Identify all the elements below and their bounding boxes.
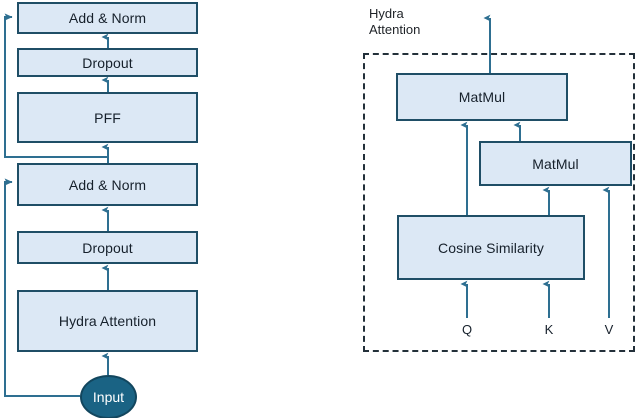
residual-connections xyxy=(4,13,108,397)
node-add-norm-top[interactable]: Add & Norm xyxy=(17,2,198,34)
input-label-q: Q xyxy=(461,322,473,337)
node-dropout-bottom[interactable]: Dropout xyxy=(17,231,198,264)
input-label-k: K xyxy=(544,322,554,337)
residual-addnorm-bottom-to-addnorm-top xyxy=(4,13,108,158)
hydra-attention-region-boundary xyxy=(363,53,635,352)
node-hydra-attention[interactable]: Hydra Attention xyxy=(17,290,198,352)
node-matmul-lower[interactable]: MatMul xyxy=(479,141,632,186)
input-label-v: V xyxy=(604,322,614,337)
node-cosine-similarity[interactable]: Cosine Similarity xyxy=(397,215,585,280)
node-matmul-upper[interactable]: MatMul xyxy=(396,73,568,121)
node-pff[interactable]: PFF xyxy=(17,92,198,143)
node-input[interactable]: Input xyxy=(80,375,137,418)
hydra-detail-arrows xyxy=(460,14,610,318)
node-add-norm-bottom[interactable]: Add & Norm xyxy=(17,163,198,206)
node-dropout-top[interactable]: Dropout xyxy=(17,48,198,77)
hydra-attention-region-title: Hydra Attention xyxy=(369,6,421,37)
residual-input-to-addnorm-bottom xyxy=(4,178,80,397)
